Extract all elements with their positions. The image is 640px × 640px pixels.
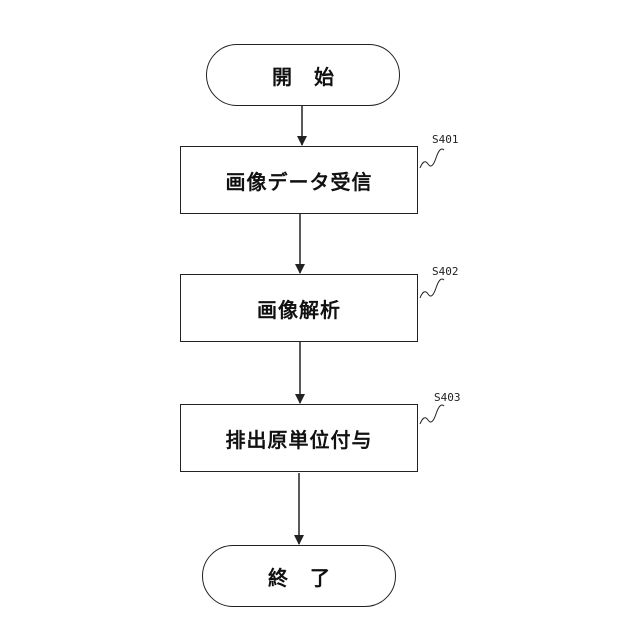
start-label: 開始 [272,61,356,90]
step-leader-s403 [420,405,444,424]
step-leader-s402 [420,279,444,298]
process-label-s401: 画像データ受信 [226,166,373,195]
process-label-s403: 排出原単位付与 [226,424,373,453]
step-id-s401: S401 [432,133,459,146]
step-id-s402: S402 [432,265,459,278]
step-id-s403: S403 [434,391,461,404]
process-box-s403: 排出原単位付与 [180,404,418,472]
process-label-s402: 画像解析 [257,294,341,323]
process-box-s401: 画像データ受信 [180,146,418,214]
end-terminal: 終了 [202,545,396,607]
process-box-s402: 画像解析 [180,274,418,342]
start-terminal: 開始 [206,44,400,106]
step-leader-s401 [420,149,444,168]
end-label: 終了 [268,562,352,591]
